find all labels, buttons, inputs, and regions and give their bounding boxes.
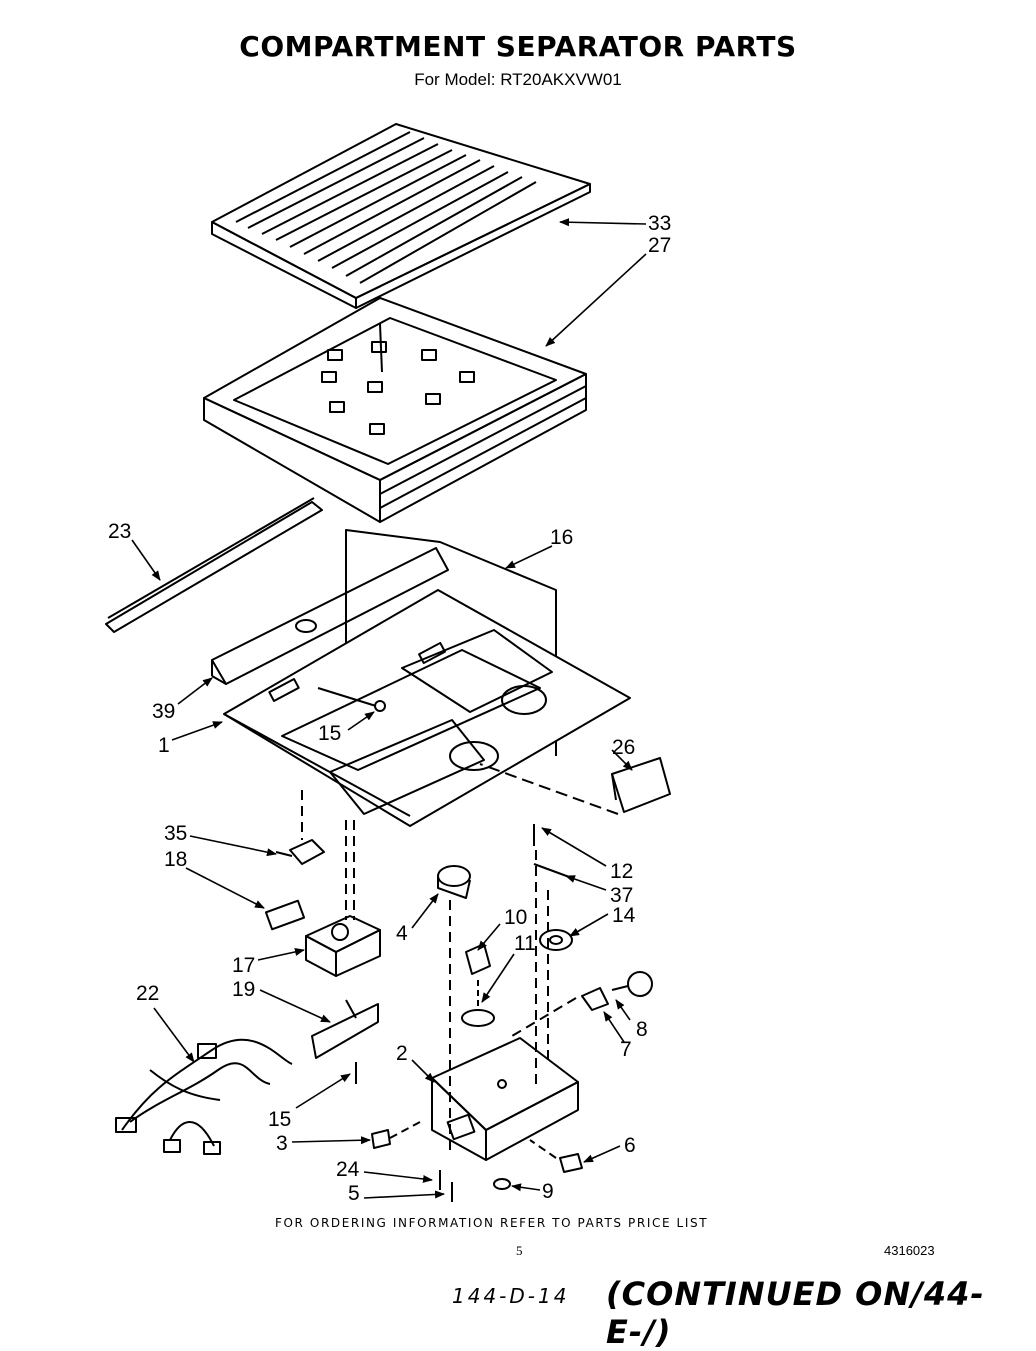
- callout-6: 6: [624, 1134, 636, 1157]
- document-number: 4316023: [884, 1243, 935, 1258]
- gasket-part: [264, 899, 306, 931]
- trim-strip-part: [105, 497, 323, 633]
- callout-23: 23: [108, 520, 131, 543]
- damper-part: [437, 865, 471, 899]
- callout-17: 17: [232, 954, 255, 977]
- lamp-holder-part: [581, 987, 609, 1011]
- exploded-parts-diagram: 33 27 23 16 39 1 15 26 35 18 12 37 4 10 …: [105, 123, 671, 1205]
- callout-5: 5: [348, 1182, 360, 1205]
- callout-27: 27: [648, 234, 671, 257]
- ordering-note: FOR ORDERING INFORMATION REFER TO PARTS …: [275, 1216, 709, 1230]
- callout-11: 11: [514, 932, 536, 955]
- handwritten-reference: 144-D-14: [452, 1284, 570, 1308]
- control-bracket-part: [311, 999, 379, 1059]
- callout-8: 8: [636, 1018, 648, 1041]
- callout-22: 22: [136, 982, 159, 1005]
- callout-37: 37: [610, 884, 633, 907]
- callout-33: 33: [648, 212, 671, 235]
- callout-19: 19: [232, 978, 255, 1001]
- separator-panel-part: [223, 589, 631, 827]
- callout-7: 7: [620, 1038, 632, 1061]
- callout-9: 9: [542, 1180, 554, 1203]
- callout-3: 3: [276, 1132, 288, 1155]
- page-title: COMPARTMENT SEPARATOR PARTS: [239, 30, 797, 63]
- callout-10: 10: [504, 906, 527, 929]
- knob-part: [461, 1009, 495, 1027]
- callout-35: 35: [164, 822, 187, 845]
- continued-note: (CONTINUED ON/44-E-/): [606, 1275, 985, 1351]
- model-subtitle: For Model: RT20AKXVW01: [414, 70, 622, 89]
- callout-24: 24: [336, 1158, 360, 1181]
- connector-part-6: [559, 1153, 583, 1173]
- fan-part: [539, 929, 573, 951]
- baffle-part: [611, 757, 671, 813]
- callout-26: 26: [612, 736, 635, 759]
- wiring-harness-part: [115, 1038, 293, 1155]
- callout-15-top: 15: [318, 722, 341, 745]
- callout-18: 18: [164, 848, 187, 871]
- light-socket-part: [275, 839, 325, 865]
- callout-4: 4: [396, 922, 408, 945]
- mounting-bracket-part: [431, 1037, 579, 1161]
- control-housing-part: [305, 915, 381, 977]
- switch-part: [465, 943, 491, 975]
- callout-16: 16: [550, 526, 573, 549]
- separator-frame-part: [203, 297, 587, 523]
- callout-12: 12: [610, 860, 633, 883]
- slotted-cover-part: [211, 123, 591, 309]
- lamp-part: [611, 971, 653, 997]
- callout-1: 1: [158, 734, 170, 757]
- grommet-part: [493, 1178, 511, 1190]
- connector-part-3: [371, 1129, 391, 1149]
- callout-39: 39: [152, 700, 175, 723]
- callout-14: 14: [612, 904, 636, 927]
- callout-15-bottom: 15: [268, 1108, 291, 1131]
- page-number: 5: [516, 1243, 523, 1258]
- heater-wire-part: [345, 529, 557, 756]
- callout-2: 2: [396, 1042, 408, 1065]
